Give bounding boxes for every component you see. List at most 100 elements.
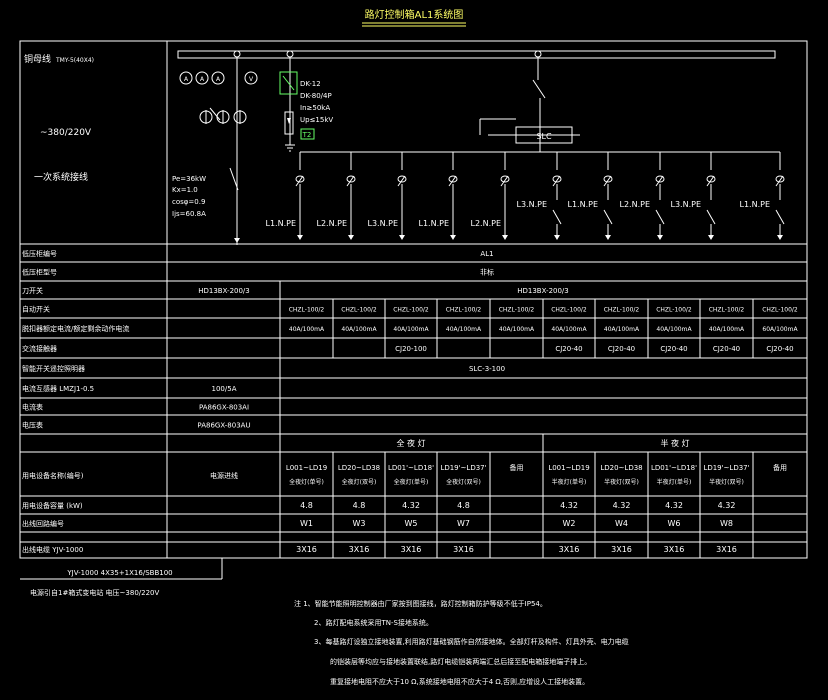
- contactor-spec: CJ20-100: [395, 345, 427, 353]
- breaker-slash: [775, 175, 784, 187]
- row-label: 低压柜编号: [22, 249, 57, 258]
- breaker-spec: CHZL-100/2: [499, 307, 535, 314]
- diagram-title: 路灯控制箱AL1系统图: [365, 8, 464, 21]
- breaker-spec: CHZL-100/2: [393, 307, 429, 314]
- ammeter-label: A: [200, 76, 205, 83]
- cable-value: 3X16: [349, 545, 370, 554]
- capacity-value: 4.32: [560, 501, 578, 510]
- ammeter-icon: [179, 71, 193, 85]
- incoming-spec: PA86GX-803AU: [197, 422, 250, 430]
- consumer-label: 用电设备名称(编号): [22, 471, 84, 480]
- branch-arrow: [708, 235, 714, 240]
- row-spec: 非标: [480, 268, 494, 277]
- branch-phase-label: L2.N.PE: [471, 219, 502, 228]
- breaker-slash: [603, 175, 612, 187]
- row-label: 交流接触器: [22, 344, 57, 353]
- cable-label: 出线电缆 YJV-1000: [22, 545, 83, 554]
- contactor-spec: CJ20-40: [713, 345, 740, 353]
- incoming-label: 电源进线: [210, 471, 238, 480]
- branch-arrow: [348, 235, 354, 240]
- busbar-tap: [534, 50, 542, 58]
- contactor-icon: [775, 209, 785, 225]
- lamp-type: 全夜灯(单号): [394, 478, 429, 486]
- breaker-slash: [655, 175, 664, 187]
- breaker-icon: [397, 175, 407, 183]
- incoming-spec: HD13BX-200/3: [198, 287, 250, 295]
- contactor-spec: CJ20-40: [608, 345, 635, 353]
- breaker-spec: 40A/100mA: [289, 326, 325, 333]
- row-spec: AL1: [480, 250, 493, 258]
- ammeter-label: A: [216, 76, 221, 83]
- breaker-slash: [448, 175, 457, 187]
- full-night-header: 全 夜 灯: [396, 438, 425, 448]
- note-line: 注 1、智能节能照明控制器由厂家按到图接线，路灯控制箱防护等级不低于IP54。: [294, 599, 547, 608]
- breaker-spec: 40A/100mA: [656, 326, 692, 333]
- lamp-range: L001~LD19: [548, 464, 589, 472]
- busbar-label: 铜母线: [24, 53, 51, 65]
- incoming-spec: PA86GX-803AI: [199, 404, 249, 412]
- breaker-icon: [448, 175, 458, 183]
- breaker-icon: [346, 175, 356, 183]
- row-label: 自动开关: [22, 305, 50, 314]
- capacity-value: 4.8: [353, 501, 366, 510]
- circuit-value: W1: [300, 519, 313, 528]
- cable-value: 3X16: [716, 545, 737, 554]
- branch-arrow: [657, 235, 663, 240]
- ammeter-icon: [195, 71, 209, 85]
- note-line: 2、路灯配电系统采用TN-S接地系统。: [314, 618, 433, 627]
- breaker-spec: 40A/100mA: [499, 326, 535, 333]
- lamp-range: LD19'~LD37': [440, 464, 486, 472]
- busbar: [177, 50, 776, 59]
- half-night-header: 半 夜 灯: [660, 438, 689, 448]
- slc-switch: [532, 79, 546, 99]
- lamp-type: 半夜灯(单号): [657, 478, 692, 486]
- lamp-type: 全夜灯(双号): [342, 478, 377, 486]
- breaker-icon: [603, 175, 613, 183]
- lamp-range: LD20~LD38: [338, 464, 380, 472]
- breaker-spec: 40A/100mA: [551, 326, 587, 333]
- row-spec: HD13BX-200/3: [517, 287, 569, 295]
- breaker-spec: CHZL-100/2: [446, 307, 482, 314]
- cable-value: 3X16: [559, 545, 580, 554]
- spd-up: Up≤15kV: [300, 116, 333, 124]
- breaker-spec: CHZL-100/2: [289, 307, 325, 314]
- branch-phase-label: L2.N.PE: [317, 219, 348, 228]
- spd-box: [279, 71, 298, 95]
- circuit-value: W2: [563, 519, 576, 528]
- contactor-icon: [655, 209, 665, 225]
- circuit-value: W5: [405, 519, 418, 528]
- lamp-range: LD01'~LD18': [388, 464, 434, 472]
- cable-value: 3X16: [664, 545, 685, 554]
- voltage-label: ~380/220V: [40, 128, 92, 138]
- lamp-type: 半夜灯(双号): [709, 478, 744, 486]
- capacity-label: 用电设备容量 (kW): [22, 501, 83, 510]
- load-ijs: Ijs=60.8A: [172, 210, 206, 218]
- cable-value: 3X16: [453, 545, 474, 554]
- branch-phase-label: L2.N.PE: [620, 200, 651, 209]
- contactor-spec: CJ20-40: [660, 345, 687, 353]
- lamp-range: LD20~LD38: [600, 464, 642, 472]
- row-label: 智能开关遥控照明器: [22, 364, 85, 373]
- breaker-spec: 40A/100mA: [604, 326, 640, 333]
- load-cos: cosφ=0.9: [172, 198, 205, 206]
- breaker-spec: CHZL-100/2: [709, 307, 745, 314]
- breaker-icon: [500, 175, 510, 183]
- incoming-spec: 100/5A: [212, 385, 237, 393]
- contactor-icon: [552, 209, 562, 225]
- breaker-slash: [346, 175, 355, 187]
- spd-element: [284, 111, 294, 135]
- lamp-type: 全夜灯(双号): [446, 478, 481, 486]
- spd-switch: [282, 75, 295, 91]
- cable-value: 3X16: [296, 545, 317, 554]
- row-label: 低压柜型号: [22, 268, 57, 277]
- branch-phase-label: L1.N.PE: [740, 200, 771, 209]
- circuit-value: W8: [720, 519, 733, 528]
- cable-value: 3X16: [611, 545, 632, 554]
- capacity-value: 4.32: [718, 501, 736, 510]
- busbar-spec: TMY-5(40X4): [55, 57, 94, 64]
- lamp-type: 全夜灯(单号): [289, 478, 324, 486]
- load-kx: Kx=1.0: [172, 186, 198, 194]
- spare-label: 备用: [773, 463, 787, 472]
- breaker-slash: [500, 175, 509, 187]
